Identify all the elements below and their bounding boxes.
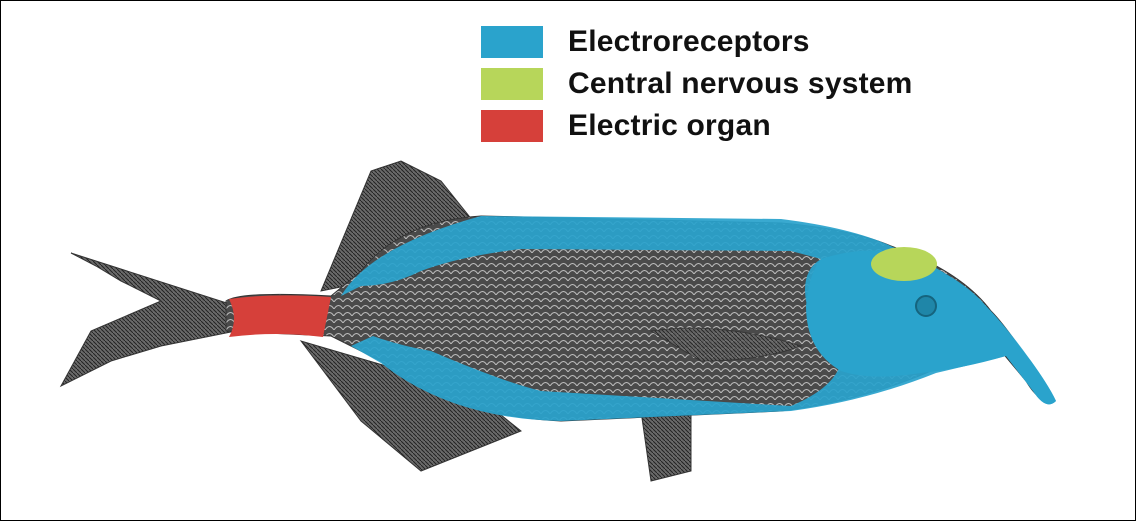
central-nervous-system-region <box>871 247 937 281</box>
pelvic-fin <box>641 411 691 481</box>
electroreceptors-swatch <box>481 26 543 58</box>
legend-item-electroreceptors: Electroreceptors <box>481 21 913 63</box>
electric-organ-swatch <box>481 110 543 142</box>
legend-label: Electric organ <box>568 109 771 143</box>
eye <box>916 296 936 316</box>
legend-label: Central nervous system <box>568 67 913 101</box>
legend-label: Electroreceptors <box>568 25 810 59</box>
electric-organ-region <box>229 295 331 337</box>
legend-item-electric-organ: Electric organ <box>481 105 913 147</box>
legend: Electroreceptors Central nervous system … <box>481 21 913 147</box>
legend-item-central-nervous-system: Central nervous system <box>481 63 913 105</box>
central-nervous-system-swatch <box>481 68 543 100</box>
tail-fin <box>61 253 236 386</box>
